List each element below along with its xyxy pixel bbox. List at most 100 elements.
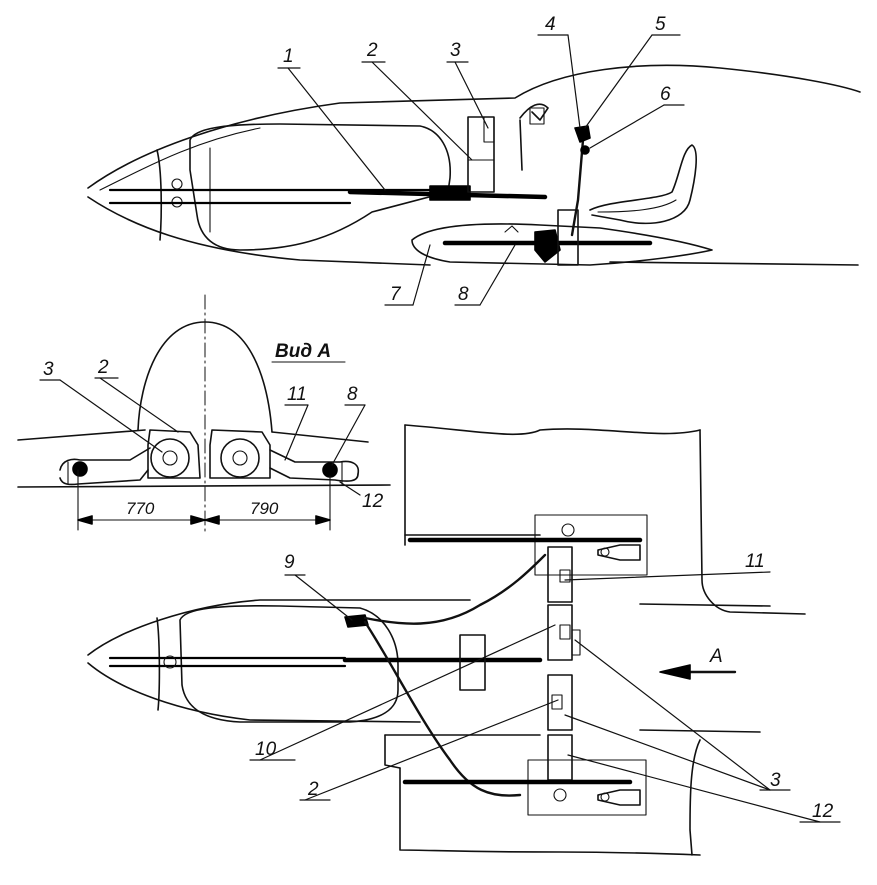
leader-2-plan	[304, 699, 559, 801]
leader-8	[479, 244, 516, 306]
callout-9: 9	[284, 552, 295, 573]
side-view	[87, 64, 861, 266]
plan-view-labels: 9 11 10 2 3 12 А	[255, 551, 834, 822]
view-a-title: Вид А	[275, 341, 331, 362]
plan-nose-outline	[87, 599, 471, 656]
leader-3	[454, 61, 489, 129]
dim-arrow-3	[204, 515, 220, 525]
side-seat	[589, 144, 698, 225]
leader-2-view	[99, 377, 179, 433]
leader-12-plan	[567, 754, 821, 823]
plan-center-column-base	[547, 734, 573, 781]
view-a-right-housing	[209, 429, 271, 479]
view-a-lower-line	[17, 484, 391, 488]
leader-2	[371, 61, 473, 161]
plan-column-detail-2	[559, 624, 571, 640]
side-gun-mount-inner	[483, 116, 495, 143]
dim-arrow-4	[315, 515, 331, 525]
side-control-stick	[570, 138, 585, 237]
plan-view	[87, 424, 806, 856]
callout-10: 10	[255, 739, 277, 760]
side-nose-bulkhead	[156, 149, 163, 241]
callout-12-plan: 12	[812, 801, 834, 822]
side-gun-lower-breech	[534, 229, 561, 263]
view-a-labels: Вид А 3 2 11 8 12 770 790	[43, 341, 384, 518]
side-muzzle-ring	[171, 178, 183, 190]
view-a-right-channel	[269, 449, 360, 475]
leader-11-plan	[564, 571, 771, 581]
plan-wing-gun-upper-ring	[561, 523, 575, 537]
callout-3-top: 3	[450, 40, 461, 61]
plan-wing-lower-root	[384, 734, 401, 769]
side-fuselage-belly	[87, 196, 431, 266]
callout-3-plan: 3	[770, 770, 781, 791]
callout-2-view: 2	[97, 357, 109, 378]
side-gunsight	[519, 103, 549, 171]
view-a-left-gun	[72, 461, 88, 477]
plan-muzzle-ring	[163, 655, 177, 669]
callout-4: 4	[545, 14, 556, 35]
side-stick-grip	[574, 125, 591, 143]
view-a-right-drum	[220, 438, 260, 478]
view-a-left-channel	[59, 447, 151, 471]
view-a	[17, 294, 391, 536]
leader-10	[259, 624, 556, 761]
plan-wing-lower	[399, 767, 701, 856]
view-a-left-drum	[150, 438, 190, 478]
side-gun-mount-box	[467, 116, 495, 193]
plan-gun-bay-lower	[527, 759, 647, 816]
side-lower-detail	[504, 225, 519, 233]
callout-8-view: 8	[347, 384, 358, 405]
view-a-left-housing	[147, 429, 201, 479]
side-view-callouts	[277, 34, 685, 306]
dim-arrow-2	[190, 515, 206, 525]
side-fuselage-outline	[87, 64, 861, 189]
plan-wing-leading	[404, 424, 701, 436]
callout-8-top: 8	[458, 284, 469, 305]
callout-6: 6	[660, 84, 671, 105]
callout-2-plan: 2	[307, 779, 319, 800]
view-a-fuselage-section	[137, 321, 273, 433]
view-a-arrow-head	[659, 664, 691, 680]
plan-wing-lower-outer	[689, 739, 701, 856]
callout-1: 1	[283, 46, 294, 67]
leader-6	[589, 104, 665, 149]
leader-5	[584, 34, 653, 129]
plan-feed-upper-ring	[600, 547, 610, 557]
side-fuselage-bottom-line	[609, 261, 859, 266]
callout-11-plan: 11	[745, 551, 765, 572]
side-sight-head	[529, 107, 545, 125]
plan-wing-outer	[699, 429, 806, 615]
side-view-numbers: 1 2 3 4 5 6 7 8	[283, 14, 671, 305]
leader-3-plan-b	[564, 714, 771, 791]
plan-center-column-top	[547, 546, 573, 603]
leader-12-view	[339, 481, 361, 496]
plan-wing-trailing	[639, 603, 771, 607]
view-a-left-drum-hub	[162, 450, 178, 466]
leader-1	[287, 67, 386, 191]
plan-nose-bulkhead	[156, 617, 161, 711]
view-a-wing-left	[17, 429, 146, 441]
callout-3-view: 3	[43, 359, 54, 380]
dim-arrow-1	[77, 515, 93, 525]
view-a-right-channel-2	[269, 467, 359, 482]
leader-7	[412, 244, 431, 306]
side-ammo-box	[189, 123, 451, 251]
plan-gun-bay-upper	[534, 514, 648, 576]
callout-5: 5	[655, 14, 666, 35]
leader-4	[567, 34, 581, 129]
leader-3-plan-a	[574, 639, 771, 791]
plan-side-bracket	[571, 629, 581, 656]
side-stick-button	[580, 145, 590, 155]
plan-ammo-feed-lower	[597, 789, 641, 806]
plan-nose-outline-lower	[87, 662, 421, 723]
dim-770: 770	[126, 499, 155, 518]
callout-11-view: 11	[287, 384, 307, 405]
plan-column-detail-1	[559, 569, 571, 583]
leader-8-view	[331, 404, 366, 466]
plan-cable-lower	[363, 620, 522, 797]
view-a-right-gun	[322, 462, 338, 478]
callout-7: 7	[390, 284, 402, 305]
side-gondola	[411, 223, 713, 266]
